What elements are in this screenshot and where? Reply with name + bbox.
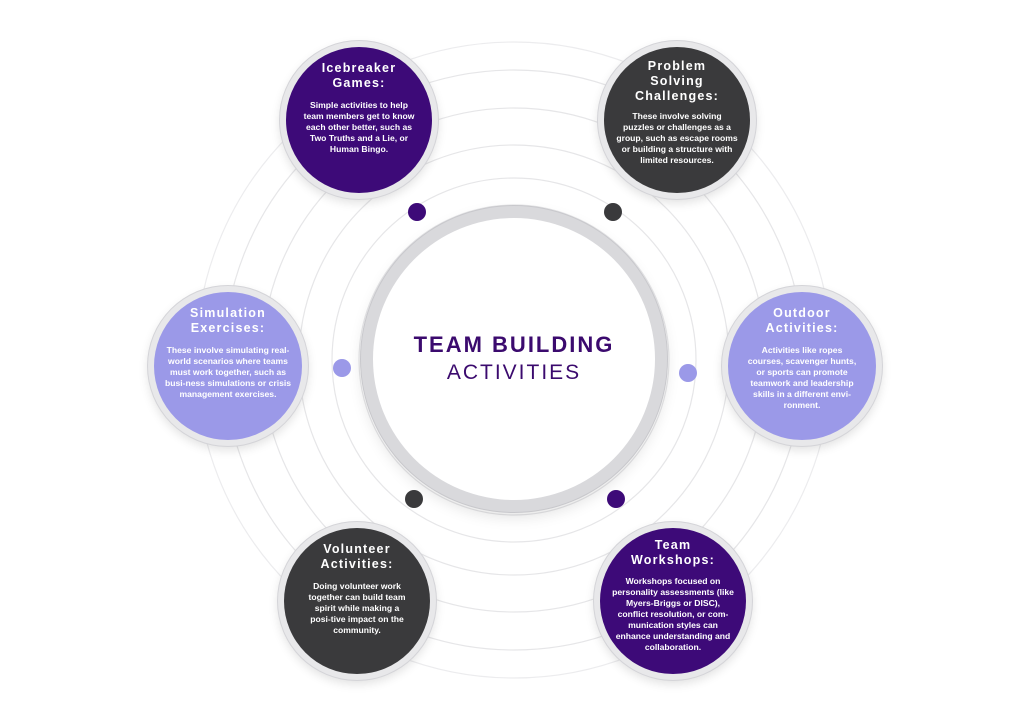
dot-icebreaker [408, 203, 426, 221]
dot-simulation [333, 359, 351, 377]
node-description: Activities like ropes courses, scavenger… [747, 345, 857, 410]
node-title: Problem Solving Challenges: [634, 59, 720, 103]
ring-1 [358, 204, 670, 516]
dot-outdoor [679, 364, 697, 382]
dot-problem [604, 203, 622, 221]
center-subtitle: ACTIVITIES [446, 361, 582, 384]
node-title: Simulation Exercises: [190, 306, 266, 335]
node-problem-solving-challenges: Problem Solving Challenges: These involv… [604, 47, 750, 193]
node-simulation-exercises: Simulation Exercises: These involve simu… [154, 292, 302, 440]
center-circle: TEAM BUILDING ACTIVITIES [373, 218, 655, 500]
node-description: These involve simulating real-world scen… [164, 345, 292, 399]
node-title: Outdoor Activities: [765, 306, 839, 335]
node-title: Team Workshops: [631, 538, 715, 567]
node-title: Icebreaker Games: [321, 61, 397, 90]
center-title: TEAM BUILDING [413, 332, 615, 357]
node-description: Doing volunteer work together can build … [308, 581, 406, 635]
dot-workshops [607, 490, 625, 508]
ring-2 [331, 177, 697, 543]
dot-volunteer [405, 490, 423, 508]
node-icebreaker-games: Icebreaker Games: Simple activities to h… [286, 47, 432, 193]
node-outdoor-activities: Outdoor Activities: Activities like rope… [728, 292, 876, 440]
node-title: Volunteer Activities: [320, 542, 394, 571]
node-description: These involve solving puzzles or challen… [616, 111, 738, 165]
node-volunteer-activities: Volunteer Activities: Doing volunteer wo… [284, 528, 430, 674]
node-team-workshops: Team Workshops: Workshops focused on per… [600, 528, 746, 674]
node-description: Simple activities to help team members g… [303, 100, 415, 154]
node-description: Workshops focused on personality assessm… [612, 576, 734, 652]
